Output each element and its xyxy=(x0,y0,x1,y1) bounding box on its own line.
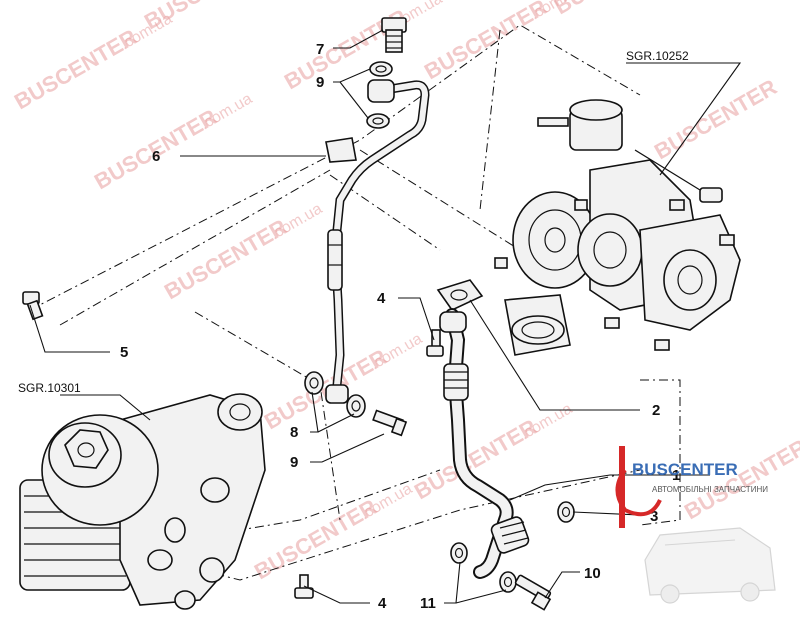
callout-4-bottom: 4 xyxy=(378,595,387,612)
callout-7: 7 xyxy=(316,41,324,58)
brand-name: BUSCENTER xyxy=(632,460,738,479)
washer-part-3 xyxy=(557,501,575,523)
bolt-part-4-top xyxy=(426,329,444,357)
logo-red-swoosh xyxy=(615,468,662,517)
van-icon xyxy=(644,527,776,604)
callout-3: 3 xyxy=(650,508,658,525)
oil-feed-pipe-part-6 xyxy=(325,79,430,404)
callout-1: 1 xyxy=(672,467,680,484)
callout-2: 2 xyxy=(652,402,660,419)
callout-4-top: 4 xyxy=(377,290,386,307)
washers-part-8 xyxy=(304,371,366,418)
brand-logo: BUSCENTER АВТОМОБІЛЬНІ ЗАПЧАСТИНИ xyxy=(615,446,768,528)
callout-9-mid: 9 xyxy=(290,454,298,471)
callout-8: 8 xyxy=(290,424,298,441)
callout-5: 5 xyxy=(120,344,128,361)
callout-9-top: 9 xyxy=(316,74,324,91)
washers-part-11 xyxy=(450,542,517,593)
watermark-text: BUSCENTER xyxy=(140,0,271,34)
callout-10: 10 xyxy=(584,565,601,582)
leader-lines xyxy=(29,29,742,604)
bolt-part-10 xyxy=(514,574,552,611)
brand-tagline: АВТОМОБІЛЬНІ ЗАПЧАСТИНИ xyxy=(652,485,768,494)
reference-filter-housing: SGR.10301 xyxy=(18,381,81,395)
watermark-text: BUSCENTER xyxy=(680,434,800,524)
bolt-part-5 xyxy=(22,291,44,321)
reference-turbo: SGR.10252 xyxy=(626,49,689,63)
gasket-part-2 xyxy=(436,279,484,312)
watermark-text: BUSCENTER xyxy=(650,74,781,164)
oil-filter-housing-assembly xyxy=(19,393,266,610)
banjo-bolt-part-7 xyxy=(381,17,407,53)
bolt-part-4-bottom xyxy=(294,574,314,599)
callout-11: 11 xyxy=(420,595,436,612)
callout-6: 6 xyxy=(152,148,160,165)
bolt-part-9-mid xyxy=(372,409,408,437)
oil-return-pipe-part-1 xyxy=(439,308,530,579)
turbocharger-assembly xyxy=(494,99,741,356)
watermark-text: BUSCENTER xyxy=(550,0,681,19)
